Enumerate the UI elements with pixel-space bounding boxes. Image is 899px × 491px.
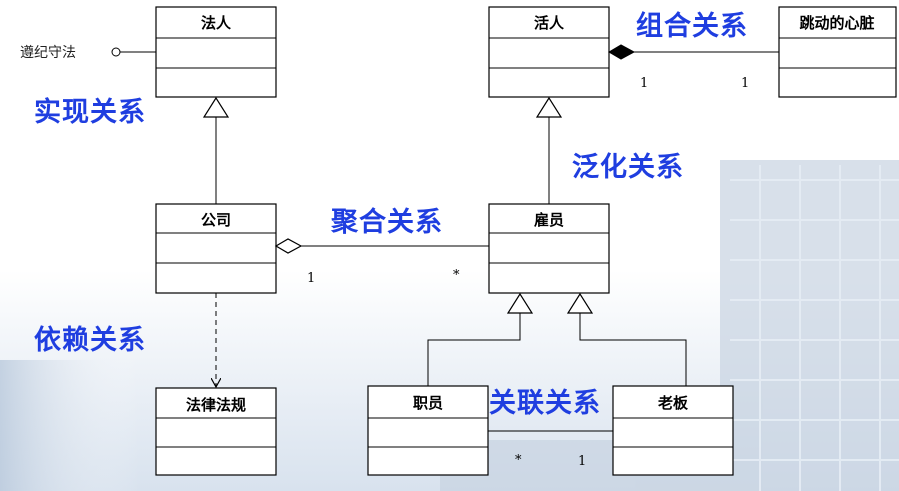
class-living-person-name: 活人 xyxy=(534,14,565,32)
class-boss-name: 老板 xyxy=(657,394,689,412)
label-association: 关联关系 xyxy=(489,388,601,419)
realization-triangle xyxy=(202,96,230,118)
class-laws-name: 法律法规 xyxy=(186,396,246,414)
label-generalization: 泛化关系 xyxy=(572,152,684,183)
aggregation-diamond xyxy=(274,238,303,254)
class-staff-name: 职员 xyxy=(413,394,443,412)
staff-generalization-line xyxy=(427,292,534,386)
label-composition: 组合关系 xyxy=(636,11,748,42)
class-living-person[interactable]: 活人 xyxy=(488,6,610,98)
label-realization: 实现关系 xyxy=(34,97,146,128)
label-dependency: 依赖关系 xyxy=(34,325,146,356)
composition-line xyxy=(608,44,779,60)
class-laws[interactable]: 法律法规 xyxy=(155,387,277,476)
class-employee-name: 雇员 xyxy=(534,211,564,229)
mult-aggregation-company: 1 xyxy=(307,271,315,286)
generalization-triangle xyxy=(535,96,563,118)
class-beating-heart-name: 跳动的心脏 xyxy=(799,14,874,32)
interface-lollipop xyxy=(111,47,156,57)
class-beating-heart[interactable]: 跳动的心脏 xyxy=(778,6,897,98)
composition-diamond xyxy=(608,44,636,60)
class-legal-person-name: 法人 xyxy=(201,14,232,32)
mult-composition-living: 1 xyxy=(640,76,648,91)
boss-generalization-line xyxy=(566,292,687,386)
class-company-name: 公司 xyxy=(201,211,231,229)
generalization-line xyxy=(535,96,563,204)
class-company[interactable]: 公司 xyxy=(155,203,277,294)
label-aggregation: 聚合关系 xyxy=(331,207,443,238)
interface-label: 遵纪守法 xyxy=(20,45,76,61)
mult-composition-heart: 1 xyxy=(741,76,749,91)
aggregation-line xyxy=(274,238,489,254)
mult-association-staff: * xyxy=(515,453,522,468)
class-boss[interactable]: 老板 xyxy=(612,385,734,476)
mult-association-boss: 1 xyxy=(578,454,586,469)
realization-line xyxy=(202,96,230,204)
class-staff[interactable]: 职员 xyxy=(367,385,489,476)
class-employee[interactable]: 雇员 xyxy=(488,203,610,294)
mult-aggregation-employee: * xyxy=(453,268,460,283)
class-legal-person[interactable]: 法人 xyxy=(155,6,277,98)
